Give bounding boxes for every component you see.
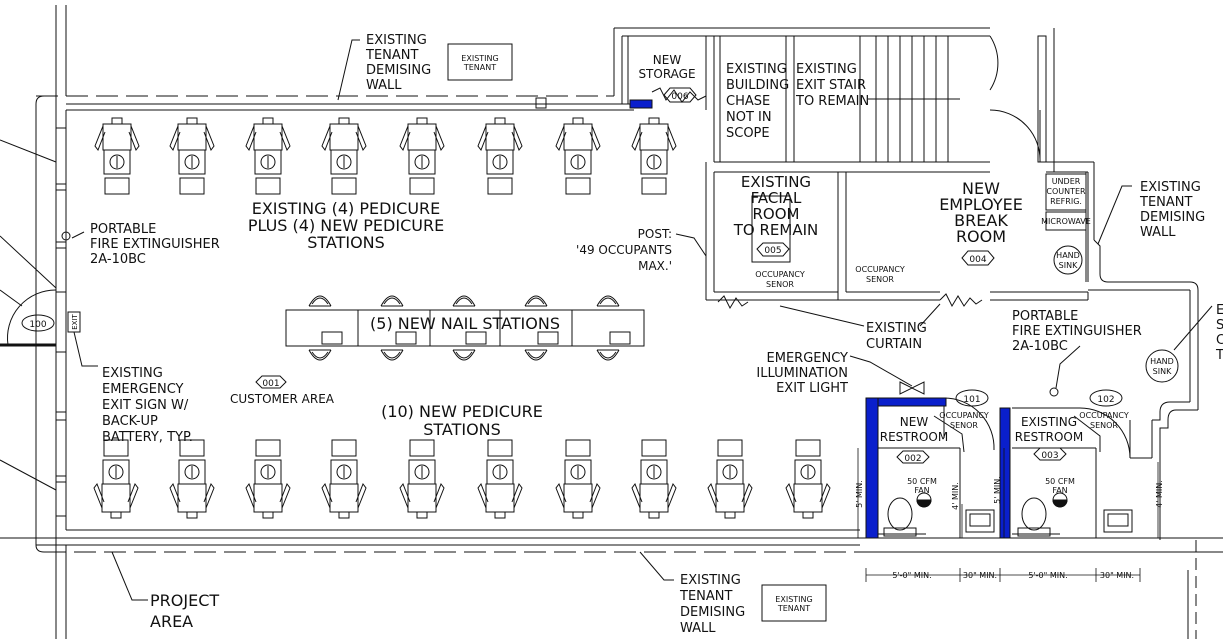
fixtures [21, 43, 1179, 622]
leader-lines [0, 39, 1213, 601]
pedicure-row-top [94, 117, 677, 195]
dim-5ft0-min-right: 5'-0" MIN. [1028, 571, 1067, 580]
room-tag-001: 001 [262, 379, 279, 389]
dimensions [857, 448, 1159, 582]
accent-walls [629, 99, 1011, 539]
room-tag-005: 005 [764, 246, 781, 256]
room-tags [255, 87, 1123, 464]
room-tag-002: 002 [904, 454, 921, 464]
room-tag-006: 006 [671, 92, 688, 102]
exit-sign-label: EXIT [71, 313, 79, 329]
dim-30-min-right: 30" MIN. [1100, 571, 1134, 580]
room-tag-102: 102 [1097, 395, 1114, 405]
dim-5ft-min-left: 5' MIN. [855, 480, 864, 508]
room-tag-101: 101 [963, 395, 980, 405]
walls [0, 5, 1223, 639]
microwave-label: MICROWAVE [1041, 217, 1091, 226]
dim-4ft-min-left: 4' MIN. [951, 482, 960, 510]
dim-4ft-min-right: 4' MIN. [1155, 480, 1164, 508]
nail-stations [285, 295, 645, 361]
pedicure-row-bottom [93, 439, 831, 519]
dim-30-min-left: 30" MIN. [963, 571, 997, 580]
nail-stations-label: (5) NEW NAIL STATIONS [370, 314, 560, 333]
room-tag-004: 004 [969, 255, 986, 265]
room-tag-100: 100 [29, 320, 46, 330]
room-tag-003: 003 [1041, 451, 1058, 461]
dim-5ft0-min-left: 5'-0" MIN. [892, 571, 931, 580]
dim-5ft-min-right: 5' MIN. [993, 476, 1002, 504]
customer-area-label: CUSTOMER AREA [230, 392, 335, 406]
